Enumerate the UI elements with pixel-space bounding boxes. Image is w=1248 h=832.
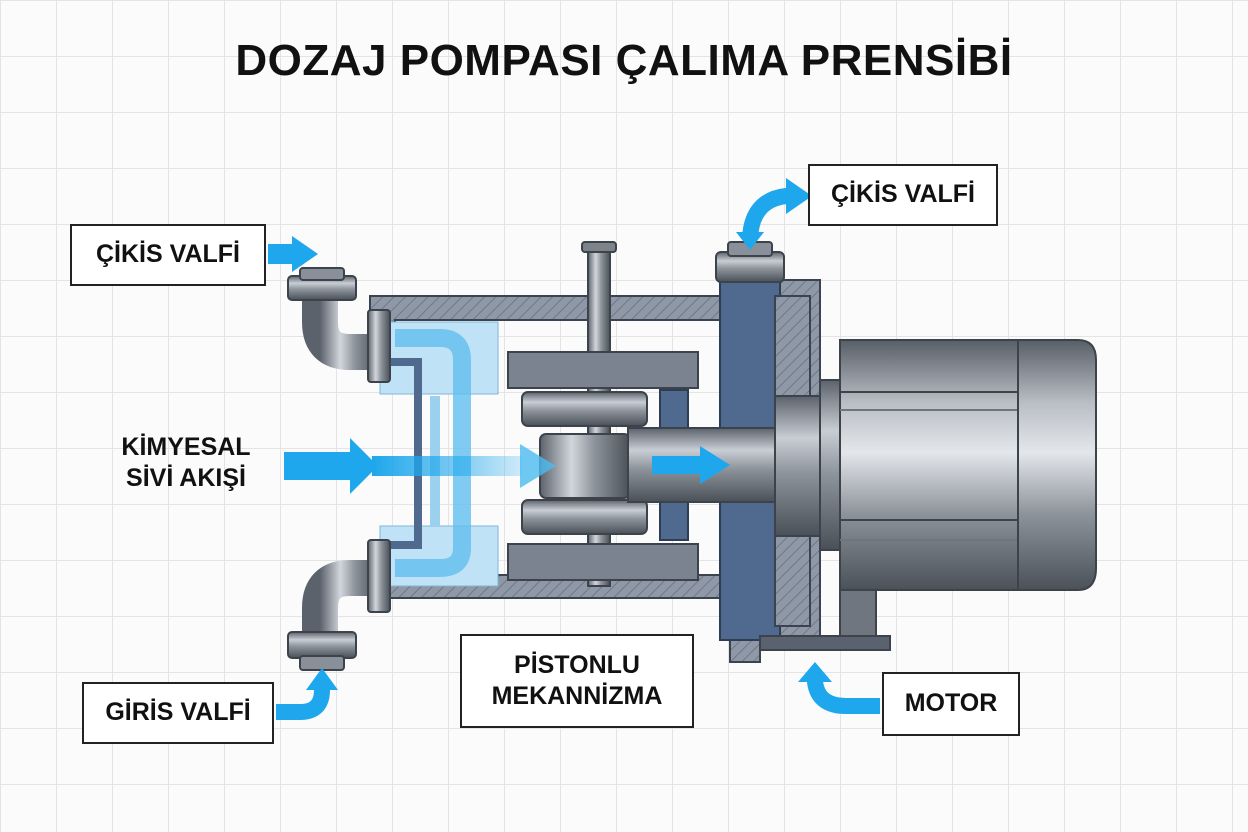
chemical-flow-line2: SİVİ AKIŞİ (126, 464, 246, 493)
chemical-flow-arrow (284, 438, 730, 494)
chemical-flow-label: KİMYESAL SİVİ AKIŞİ (106, 432, 266, 495)
fluid-chamber (379, 321, 499, 587)
motor-unit (759, 339, 1097, 651)
outlet-valve-left-text: ÇİKİS VALFİ (96, 240, 240, 269)
page-title: DOZAJ POMPASI ÇALIMA PRENSİBİ (235, 36, 1013, 85)
chemical-flow-line1: KİMYESAL (121, 433, 251, 461)
piston-mechanism (507, 351, 699, 581)
piston-line1: PİSTONLU (514, 650, 640, 679)
inlet-arrow (276, 668, 338, 720)
outlet-pipe-left (287, 267, 391, 383)
outlet-valve-right-text: ÇİKİS VALFİ (831, 180, 975, 209)
drive-shaft (627, 395, 826, 537)
piston-mechanism-label: PİSTONLU MEKANNİZMA (460, 634, 694, 728)
motor-label: MOTOR (882, 672, 1020, 736)
inlet-valve-text: GİRİS VALFİ (105, 698, 251, 727)
motor-text: MOTOR (904, 689, 998, 718)
piston-line2: MEKANNİZMA (491, 682, 663, 710)
outlet-valve-right-label: ÇİKİS VALFİ (808, 164, 998, 226)
motor-arrow (798, 662, 880, 714)
inlet-valve-label: GİRİS VALFİ (82, 682, 274, 744)
outlet-right-arrow (736, 178, 812, 250)
inlet-pipe-left (287, 539, 391, 671)
outlet-valve-left-label: ÇİKİS VALFİ (70, 224, 266, 286)
outlet-left-arrow (268, 236, 318, 272)
